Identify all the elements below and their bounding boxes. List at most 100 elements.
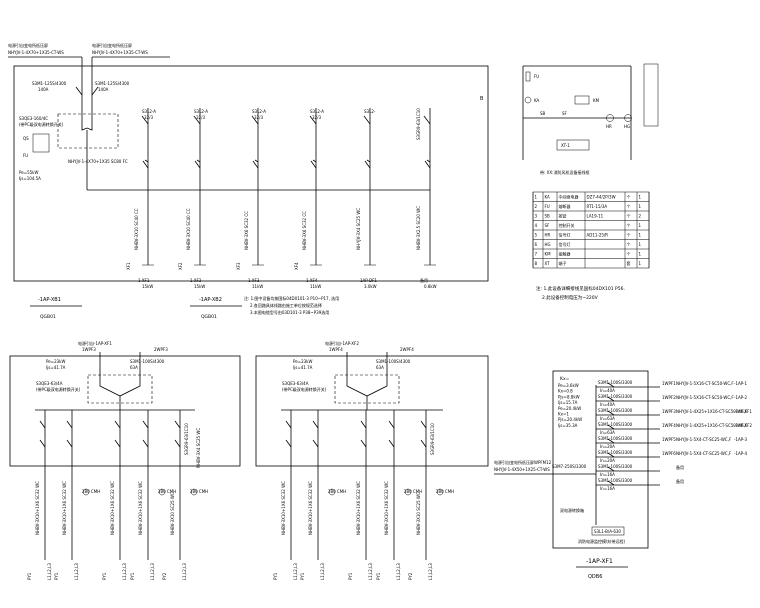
panel-a-breaker: S3M1-100S/4300 (130, 359, 165, 364)
feeder-breaker-symbol (363, 115, 371, 125)
ats-note: (带PC级双电源转换开关) (19, 121, 64, 127)
table-cell: 套 (627, 260, 631, 266)
outgoing-cable: NHYJV-1-4X25+1X16-CT-SC50-WC,F (676, 423, 748, 428)
feeder-breaker-symbol (141, 115, 149, 125)
panel-c-label: -1AP-XF1 (586, 558, 613, 565)
outgoing-breaker-symbol (607, 438, 615, 444)
circuit-contactor-symbol (312, 439, 319, 448)
circuit-phases: L1,L2,L3 (74, 563, 79, 580)
table-cell: LA19-11 (587, 214, 604, 219)
feeder-breaker-rating: 32/3 (196, 115, 205, 120)
circuit-breaker-symbol (66, 420, 73, 429)
feeder-load: 15kW (194, 284, 205, 289)
table-cell: 个 (627, 204, 631, 209)
circuit-cable: NHBV-3X10+1X6 SC32 WC (110, 481, 115, 535)
panel-c-param: Pe=20.4kW (558, 406, 581, 411)
panel-b-rating: Pe=23kW (293, 359, 312, 364)
feeder-load: 3.0kW (364, 284, 377, 289)
panel-b-spare: S3GR9-63/1C10 (430, 423, 435, 455)
outgoing-breaker: S3M1-100S/3300 (598, 436, 633, 441)
feeder-cable: NHBV-3X10 SC40 CC (186, 208, 191, 250)
panel-c-params: Pe=3.6kWKx=0.8Pjs=8.8kWIjs=15.7APe=20.4k… (558, 383, 582, 428)
panel-a-cable-1: 1WPF3 (82, 347, 96, 352)
table-cell: 个 (627, 195, 631, 200)
motor-symbol (328, 488, 336, 496)
circuit-code: PY1 (27, 572, 32, 580)
top-spare: S3GR9-63/1C10 (416, 108, 421, 140)
feeder-load: 11kW (252, 284, 263, 289)
table-cell: HR (545, 233, 551, 238)
feeder-contactor-symbol (252, 159, 259, 169)
feeder-breaker-symbol (193, 115, 201, 125)
circuit-code: PY1 (348, 572, 353, 580)
table-cell: SB (545, 214, 551, 219)
panel-c-spare-left: 双电源转换箱 (560, 507, 584, 513)
feeder-contactor-symbol (364, 159, 371, 169)
bus-cable: NHYJV-1-4X70+1X35 SC80 FC (68, 159, 128, 164)
circuit-code: PY1 (54, 572, 59, 580)
motor-label: 280 CMH (82, 489, 100, 494)
panel-b-ats-note: (带PC级双电源转换开关) (282, 386, 327, 392)
circuit-phases: L1,L2,L3 (122, 563, 127, 580)
feeder-cable: NHBV-3X2.5 SC20 WC (416, 206, 421, 250)
panel-c-param: Ijs=35.3A (558, 423, 578, 428)
panel-b-ijs: Ijs=41.7A (293, 365, 313, 370)
feeder-name: 1AP-DF1 (360, 278, 377, 283)
top-label-mid: -1AP-XB2 (199, 297, 222, 303)
motor-symbol (158, 488, 166, 496)
outgoing-cable: NHYJV-1-5X16-CT-SC50-WC,F (676, 381, 734, 386)
motor-label: 280 CMH (190, 489, 208, 494)
outgoing-target: -1AP-XF1 (734, 409, 752, 414)
outgoing-breaker-rating: In=20A (600, 444, 615, 449)
panel-b-breaker-a: 63A (376, 365, 384, 370)
hr-lamp (606, 114, 614, 122)
circuit-breaker-symbol (114, 420, 121, 429)
top-label-left-sub: QGB01 (40, 314, 56, 320)
outgoing-breaker: S3M1-100S/3300 (598, 422, 633, 427)
panel-c-param: Kx=1 (558, 412, 569, 417)
outgoing-cable: NHYJV-1-5X4-CT-SC25-WC,F (676, 437, 732, 442)
panel-xf2: 电源引自-1AP-XF2 1WPF4 2WPF4 Pe=23kW Ijs=41.… (255, 340, 489, 580)
outgoing-breaker-rating: In=63A (600, 416, 615, 421)
ats-symbol (99, 382, 141, 397)
ka-label: KA (534, 98, 540, 103)
hg-lamp (624, 114, 632, 122)
feeder-breaker-rating: 32/3 (144, 115, 153, 120)
feeder-cable: NH-YJV-3X4 SC25 WC (356, 208, 361, 250)
circuit-contactor-symbol (360, 439, 367, 448)
feeder-breaker-symbol (309, 115, 317, 125)
ats-model: S3QE3-160/4C (19, 116, 48, 121)
km-label: KM (593, 98, 600, 103)
feeder-contactor-symbol (194, 159, 201, 169)
feeder-code: XF3 (236, 262, 241, 270)
circuit-cable: NHBV-3X10 SC25 WC (416, 492, 421, 535)
panel-c-bottom-note: 消防电源监控模块(带远程) (578, 538, 626, 544)
control-foot-1: 注: 1.此设备详细接线见国标04DX101 P56. (536, 285, 625, 292)
circuit-breaker-symbol (312, 420, 319, 429)
feeder-breaker-symbol (423, 115, 431, 125)
outgoing-breaker-symbol (607, 382, 615, 388)
feeder-cable: NHBV-3X10 SC40 CC (134, 208, 139, 250)
circuit-contactor-symbol (388, 439, 395, 448)
table-cell: SF (545, 223, 551, 228)
panel-b-ats: S3QE3-63/4A (282, 381, 309, 386)
table-cell: KA (545, 195, 551, 200)
outgoing-breaker: S3M1-100S/3300 (598, 394, 633, 399)
table-cell: 熔断器 (559, 203, 571, 209)
panel-c-param: Pjs=20.4kW (558, 417, 582, 422)
ats-box (87, 374, 153, 404)
outgoing-target: -1AP-3 (734, 437, 747, 442)
circuit-code: PY1 (130, 572, 135, 580)
outgoing-cable: NHYJV-1-5X4-CT-SC25-WC,F (676, 451, 732, 456)
panel-qdb6: Kx= Pe=3.6kWKx=0.8Pjs=8.8kWIjs=15.7APe=2… (494, 370, 752, 580)
in2-breaker: S3M1-125S/4300 (95, 81, 130, 86)
sb1-label: SB (540, 111, 546, 116)
circuit-cable: NHBV-3X10+1X6 SC32 WC (356, 481, 361, 535)
outgoing-breaker-symbol (607, 466, 615, 472)
hr-label: HR (606, 124, 612, 129)
table-cell: 1 (639, 204, 642, 209)
panel-c-param: Pjs=8.8kW (558, 394, 580, 399)
circuit-breaker-symbol (142, 420, 149, 429)
outgoing-target: -1AP-1 (734, 381, 747, 386)
